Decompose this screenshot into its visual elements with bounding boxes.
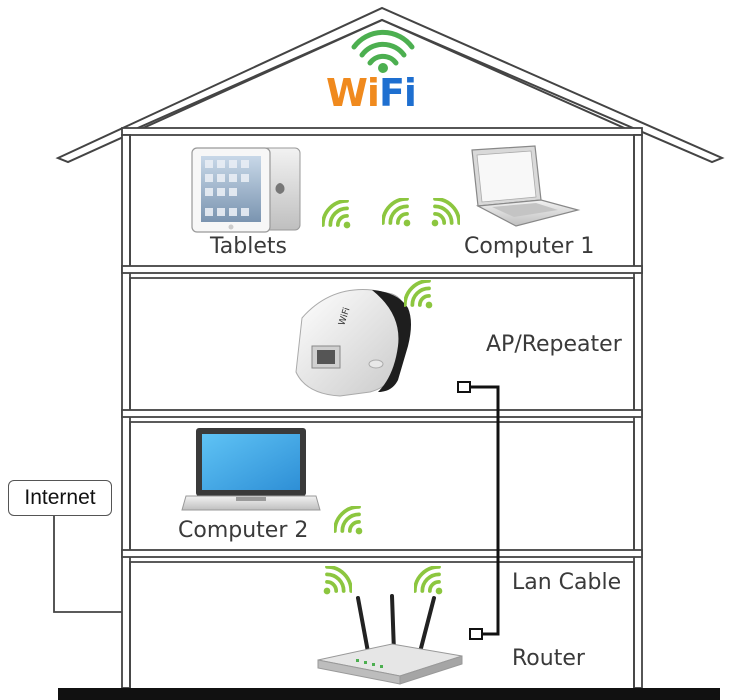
wifi-signal-icon <box>404 280 434 310</box>
computer1-label: Computer 1 <box>464 234 595 259</box>
tablet-icon <box>191 147 301 233</box>
repeater-icon: WiFi <box>295 289 411 397</box>
ap-repeater-label: AP/Repeater <box>486 332 622 357</box>
tablets-label: Tablets <box>210 234 287 259</box>
wifi-signal-icon <box>382 198 412 228</box>
roof <box>55 6 725 164</box>
logo-letter-i2: i <box>403 71 417 115</box>
internet-box: Internet <box>8 480 112 516</box>
laptop-blue-icon <box>181 428 321 511</box>
wifi-logo-text: WiFi <box>326 71 417 115</box>
lan-cable <box>457 381 500 640</box>
floors <box>121 135 643 688</box>
wifi-signal-icon <box>322 200 352 230</box>
internet-label: Internet <box>24 486 96 509</box>
wifi-signal-icon <box>414 566 444 596</box>
logo-letter-i: i <box>366 71 380 115</box>
ground-line <box>58 688 720 700</box>
logo-letter-f: F <box>378 71 405 115</box>
wifi-signal-icon <box>322 566 352 596</box>
wifi-logo-icon <box>351 29 415 73</box>
laptop-icon <box>471 145 581 227</box>
computer2-label: Computer 2 <box>178 518 309 543</box>
router-label: Router <box>512 646 585 671</box>
logo-letter-w: W <box>326 71 368 115</box>
attic-floor <box>121 127 643 136</box>
wifi-signal-icon <box>430 198 460 228</box>
wifi-signal-icon <box>334 506 364 536</box>
internet-line <box>53 516 122 613</box>
router-icon <box>317 594 463 685</box>
lan-cable-label: Lan Cable <box>512 570 622 595</box>
